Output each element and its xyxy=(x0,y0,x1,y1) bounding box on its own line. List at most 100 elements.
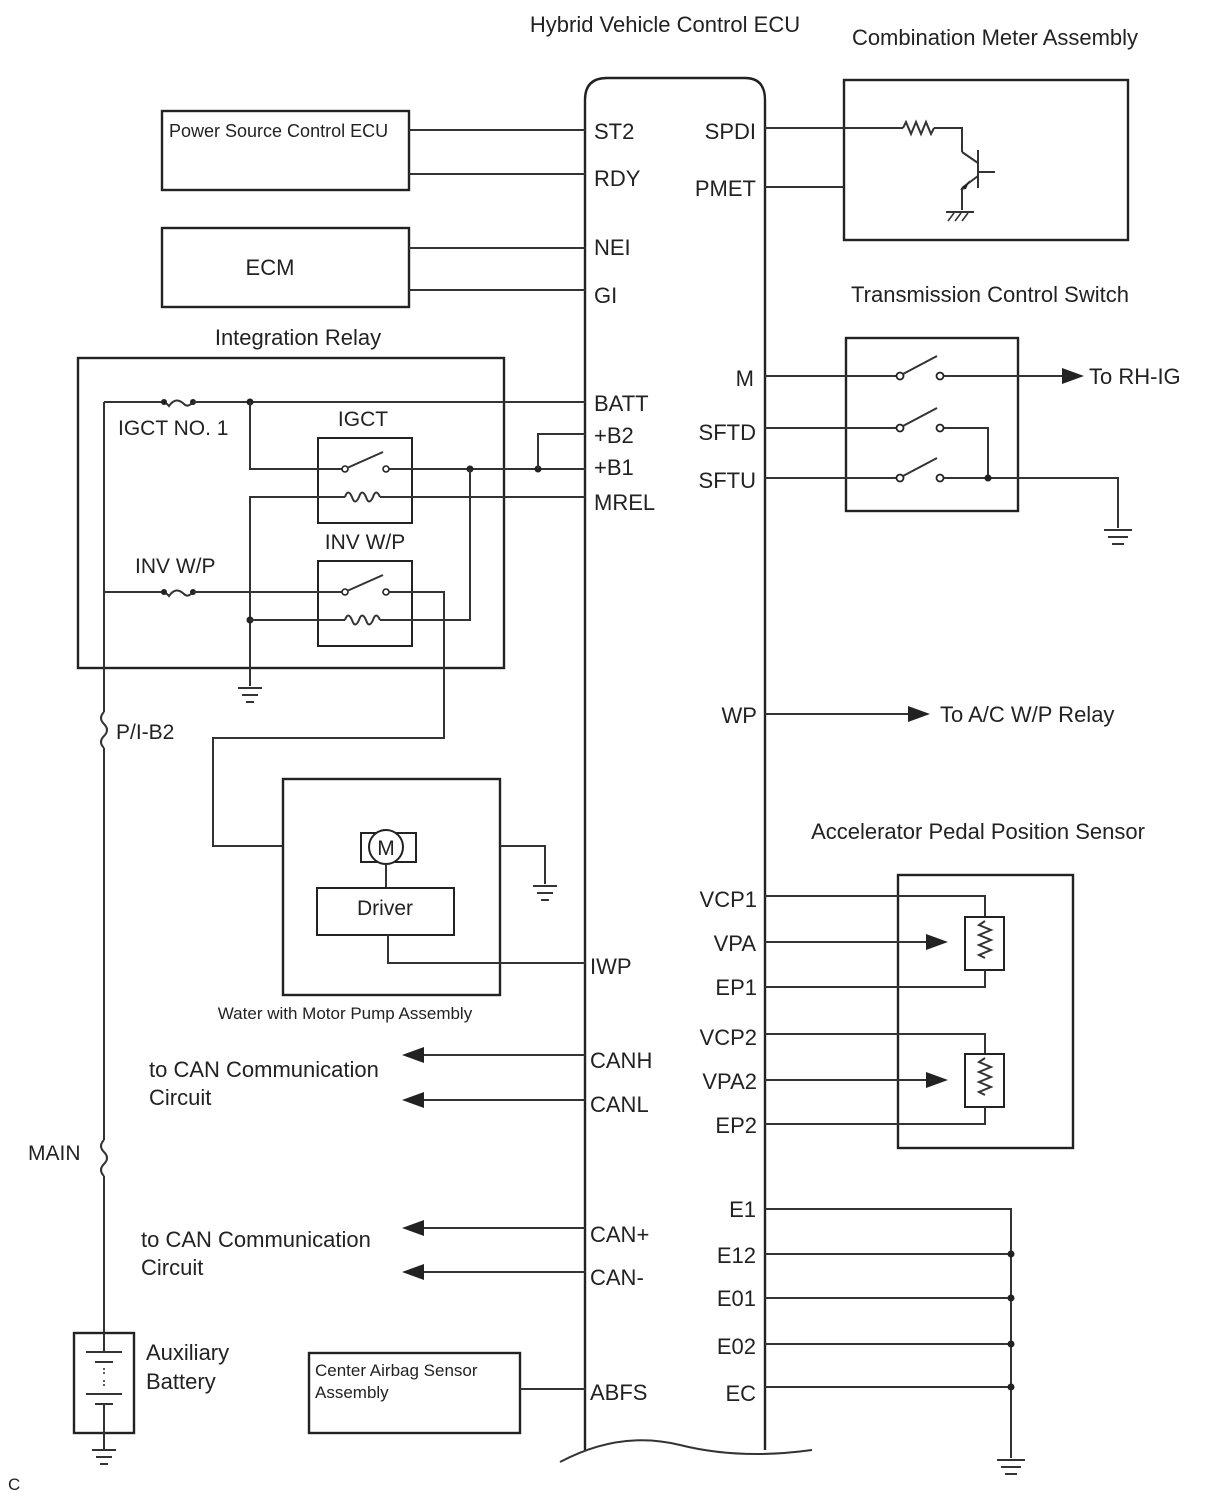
pin-ep2: EP2 xyxy=(715,1113,757,1138)
aux-battery-label-2: Battery xyxy=(146,1369,216,1394)
invwp-relay-box xyxy=(317,560,413,647)
main-fuse-label: MAIN xyxy=(28,1142,81,1165)
wire-iwp xyxy=(387,935,585,964)
power-source-ecu-box xyxy=(160,109,411,192)
wire-invwp-coil-to-b1 xyxy=(412,469,471,621)
ac-wp-label: To A/C W/P Relay xyxy=(940,702,1114,727)
pin-e1: E1 xyxy=(729,1197,756,1222)
can2-dest-label-1: to CAN Communication xyxy=(141,1227,371,1252)
igct-coil xyxy=(344,491,381,503)
ground-icon-relay xyxy=(238,687,262,703)
integration-relay-box xyxy=(76,356,506,670)
igct-contact-a xyxy=(341,465,349,473)
pin-b1: +B1 xyxy=(594,455,634,480)
invwp-switch-blade xyxy=(346,574,384,592)
pin-sftd: SFTD xyxy=(699,420,756,445)
airbag-sensor-label-1: Center Airbag Sensor xyxy=(315,1361,478,1380)
pin-b2: +B2 xyxy=(594,423,634,448)
invwp-contact-a xyxy=(341,588,349,596)
ground-icon-shift xyxy=(1104,529,1132,545)
igct-fuse-label: IGCT NO. 1 xyxy=(118,417,228,440)
junction-shift xyxy=(984,474,992,482)
pin-spdi: SPDI xyxy=(705,119,756,144)
pin-vpa: VPA xyxy=(714,931,757,956)
fuse-igct-end-a xyxy=(161,399,167,405)
pin-sftu: SFTU xyxy=(699,468,756,493)
sw-sftd-b xyxy=(935,423,945,433)
sensor2-resistor xyxy=(976,1057,994,1096)
can1-dest-label-2: Circuit xyxy=(149,1085,211,1110)
wire-pump-ground xyxy=(500,845,546,884)
pin-mrel: MREL xyxy=(594,490,655,515)
rh-ig-label: To RH-IG xyxy=(1089,364,1181,389)
battery-icon xyxy=(86,1333,122,1450)
transmission-switch-box xyxy=(844,336,1020,513)
sw-sftu-a xyxy=(895,473,905,483)
pin-m: M xyxy=(736,366,754,391)
sw-sftd-blade xyxy=(902,407,938,427)
ecu-body xyxy=(583,76,767,1450)
invwp-coil xyxy=(344,614,381,626)
igct-contact-b xyxy=(382,465,390,473)
pin-abfs: ABFS xyxy=(590,1380,647,1405)
pin-vpa2: VPA2 xyxy=(702,1069,757,1094)
corner-mark: C xyxy=(8,1475,20,1494)
fuse-pib2 xyxy=(100,711,108,749)
airbag-sensor-box xyxy=(307,1351,522,1435)
pin-rdy: RDY xyxy=(594,166,641,191)
ecu-break-line xyxy=(559,1439,813,1463)
water-pump-label: Water with Motor Pump Assembly xyxy=(218,1004,473,1023)
arrow-canh-icon xyxy=(402,1047,424,1063)
pin-e01: E01 xyxy=(717,1286,756,1311)
arrow-vpa2-icon xyxy=(926,1072,948,1088)
invwp-fuse-label: INV W/P xyxy=(135,555,216,578)
wire-vcp1 xyxy=(765,895,986,917)
arrow-rh-ig-icon xyxy=(1062,368,1084,384)
sw-m-b xyxy=(935,371,945,381)
sw-sftu-b xyxy=(935,473,945,483)
power-source-ecu-label: Power Source Control ECU xyxy=(169,121,388,141)
pib2-fuse-label: P/I-B2 xyxy=(116,721,174,744)
wire-e1 xyxy=(765,1208,1012,1458)
junction-ec xyxy=(1007,1383,1015,1391)
integration-relay-label: Integration Relay xyxy=(215,325,381,350)
wire-batt-to-igct xyxy=(249,402,318,470)
wire-meter-to-transistor xyxy=(934,127,963,152)
wire-vcp2 xyxy=(765,1033,986,1054)
igct-relay-label: IGCT xyxy=(338,408,388,431)
pin-nei: NEI xyxy=(594,235,631,260)
ecm-box xyxy=(160,226,411,309)
wire-sftu-out xyxy=(944,477,1119,528)
pin-wp: WP xyxy=(722,703,757,728)
transistor-icon xyxy=(946,150,995,222)
ecu-title: Hybrid Vehicle Control ECU xyxy=(530,12,800,37)
pin-st2: ST2 xyxy=(594,119,634,144)
resistor-meter xyxy=(902,119,935,137)
ground-icon-pump xyxy=(533,885,557,901)
pin-batt: BATT xyxy=(594,391,649,416)
ground-icon-ecu xyxy=(997,1459,1025,1475)
wire-ep1 xyxy=(765,970,986,988)
pin-ec: EC xyxy=(725,1381,756,1406)
wire-ep2 xyxy=(765,1107,986,1125)
wire-invwp-out xyxy=(212,591,445,847)
sw-sftu-blade xyxy=(902,457,938,477)
aux-battery-label-1: Auxiliary xyxy=(146,1340,229,1365)
igct-relay-box xyxy=(317,437,413,524)
sw-sftd-a xyxy=(895,423,905,433)
pin-vcp1: VCP1 xyxy=(700,887,757,912)
pin-iwp: IWP xyxy=(590,954,632,979)
ground-icon-battery xyxy=(92,1449,116,1465)
pin-e02: E02 xyxy=(717,1334,756,1359)
arrow-canl-icon xyxy=(402,1092,424,1108)
pin-pmet: PMET xyxy=(695,176,756,201)
pin-e12: E12 xyxy=(717,1243,756,1268)
invwp-relay-label: INV W/P xyxy=(325,531,406,554)
fuse-main xyxy=(100,1139,108,1177)
combination-meter-box xyxy=(842,78,1130,242)
combination-meter-label: Combination Meter Assembly xyxy=(852,25,1138,50)
wire-sftd-out xyxy=(944,427,989,478)
sw-m-a xyxy=(895,371,905,381)
